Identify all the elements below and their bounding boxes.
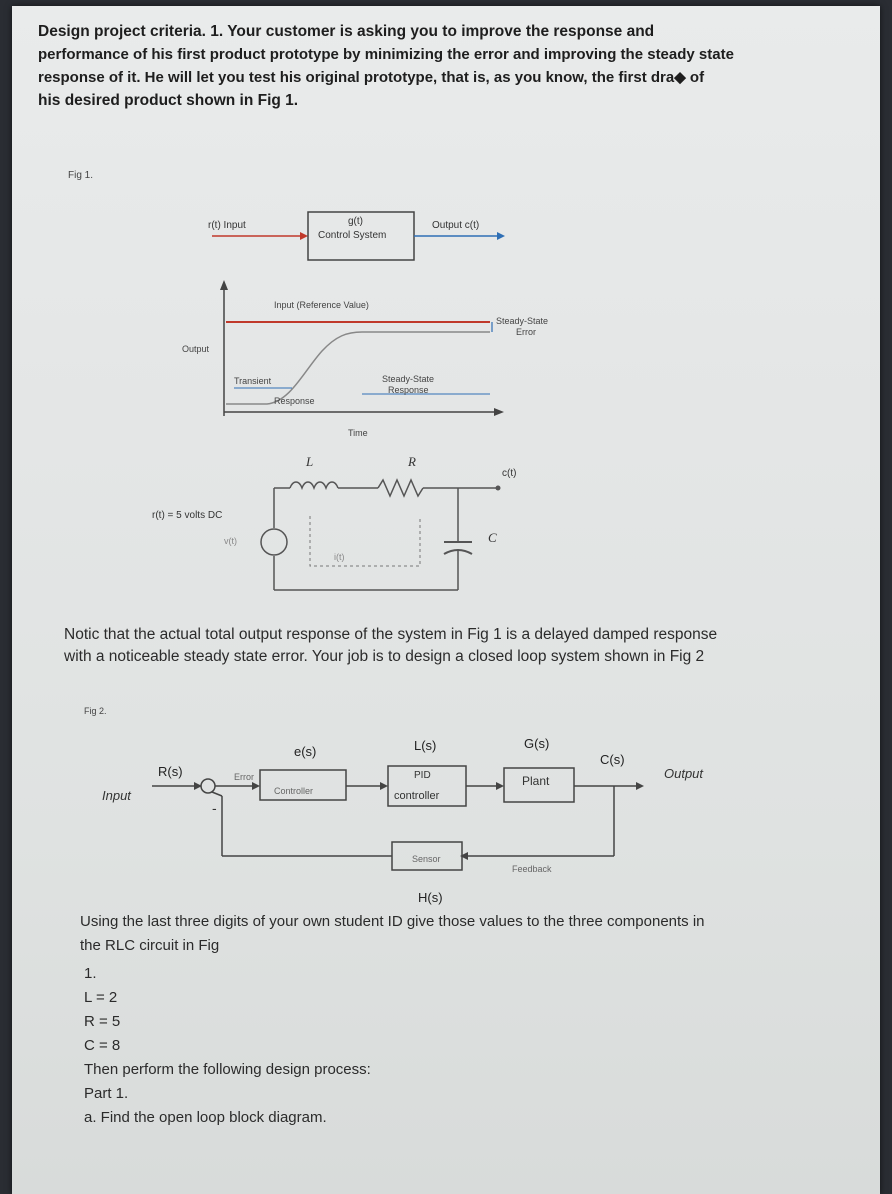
Cs-label: C(s) <box>600 752 625 767</box>
Gs-label: G(s) <box>524 736 550 751</box>
tail-line-4: Then perform the following design proces… <box>84 1061 371 1078</box>
current-loop-arrow <box>309 516 421 567</box>
graph-ss-response-2: Response <box>388 385 429 395</box>
resistor-label: R <box>408 454 416 469</box>
graph-xlabel: Time <box>348 428 368 438</box>
fig1-block-diagram <box>212 211 505 261</box>
fig1-block-label: Control System <box>318 230 387 241</box>
fig1-block-top-label: g(t) <box>348 216 363 227</box>
graph-ss-error-2: Error <box>516 327 536 337</box>
L-value: L = 2 <box>84 989 118 1006</box>
controller-block <box>259 769 347 801</box>
input-arrow-head <box>300 232 308 240</box>
controller-label: Controller <box>274 786 314 796</box>
vt-label: v(t) <box>224 536 237 546</box>
fig1-response-graph <box>220 280 504 416</box>
plant-block <box>503 767 575 803</box>
feedback-into-junction <box>211 791 223 797</box>
resistor-zigzag <box>377 478 424 498</box>
output-node <box>495 485 501 491</box>
rlc-circuit <box>260 478 501 591</box>
plant-label: Plant <box>522 774 550 788</box>
graph-y-axis-arrow <box>220 280 228 290</box>
output-arrow-head <box>497 232 505 240</box>
graph-ylabel: Output <box>182 344 210 354</box>
sensor-label: Sensor <box>412 854 441 864</box>
mid-text-line-1: Notic that the actual total output respo… <box>64 626 718 643</box>
feedback-label: Feedback <box>512 864 552 874</box>
mid-text-line-2: with a noticeable steady state error. Yo… <box>64 648 705 665</box>
inductor-coil <box>289 481 339 491</box>
fig1-output-label: Output c(t) <box>432 220 480 231</box>
tail-line-2: the RLC circuit in Fig <box>80 937 220 954</box>
fig2-output-label: Output <box>664 766 704 781</box>
tail-line-1: Using the last three digits of your own … <box>80 913 705 930</box>
output-arrow-head <box>636 782 644 790</box>
task-a: a. Find the open loop block diagram. <box>84 1109 327 1126</box>
intro-line-4: his desired product shown in Fig 1. <box>38 92 299 109</box>
voltage-source-icon <box>260 528 288 556</box>
intro-line-1: Design project criteria. 1. Your custome… <box>38 23 655 40</box>
intro-line-3: response of it. He will let you test his… <box>38 69 705 86</box>
controller-arrow-head <box>380 782 388 790</box>
fig2-minus-sign: - <box>212 800 217 816</box>
intro-line-2: performance of his first product prototy… <box>38 46 734 63</box>
fig2-error-label: Error <box>234 772 254 782</box>
R-value: R = 5 <box>84 1013 121 1030</box>
fig2-input-label: Input <box>102 788 131 803</box>
graph-transient-label: Transient <box>234 376 272 386</box>
error-arrow-head <box>252 782 260 790</box>
graph-ss-error-1: Steady-State <box>496 316 549 326</box>
fig2-block-diagram <box>152 765 644 871</box>
Ls-label: L(s) <box>414 738 437 753</box>
C-value: C = 8 <box>84 1037 121 1054</box>
capacitor-label: C <box>488 530 497 545</box>
graph-x-axis-arrow <box>494 408 504 416</box>
document-page: Design project criteria. 1. Your custome… <box>12 6 880 1194</box>
inductor-label: L <box>306 454 314 469</box>
es-label: e(s) <box>294 744 317 759</box>
graph-ss-response-1: Steady-State <box>382 374 435 384</box>
graph-response-label: Response <box>274 396 315 406</box>
source-label: r(t) = 5 volts DC <box>152 510 223 521</box>
graph-reference-label: Input (Reference Value) <box>274 300 369 310</box>
fig1-label: Fig 1. <box>68 170 94 181</box>
fig1-input-label: r(t) Input <box>208 220 246 231</box>
tail-line-3: 1. <box>84 965 97 982</box>
input-arrow-head <box>194 782 202 790</box>
pid-label-2: controller <box>394 790 440 802</box>
part-label: Part 1. <box>84 1085 129 1102</box>
pid-arrow-head <box>496 782 504 790</box>
feedback-arrow-head <box>460 852 468 860</box>
fig2-label: Fig 2. <box>84 706 107 716</box>
output-ct-label: c(t) <box>502 468 517 479</box>
Hs-label: H(s) <box>418 890 443 905</box>
summing-junction <box>200 778 216 794</box>
Rs-label: R(s) <box>158 764 183 779</box>
pid-label-1: PID <box>414 770 431 781</box>
output-response-curve <box>226 331 490 405</box>
it-label: i(t) <box>334 552 345 562</box>
